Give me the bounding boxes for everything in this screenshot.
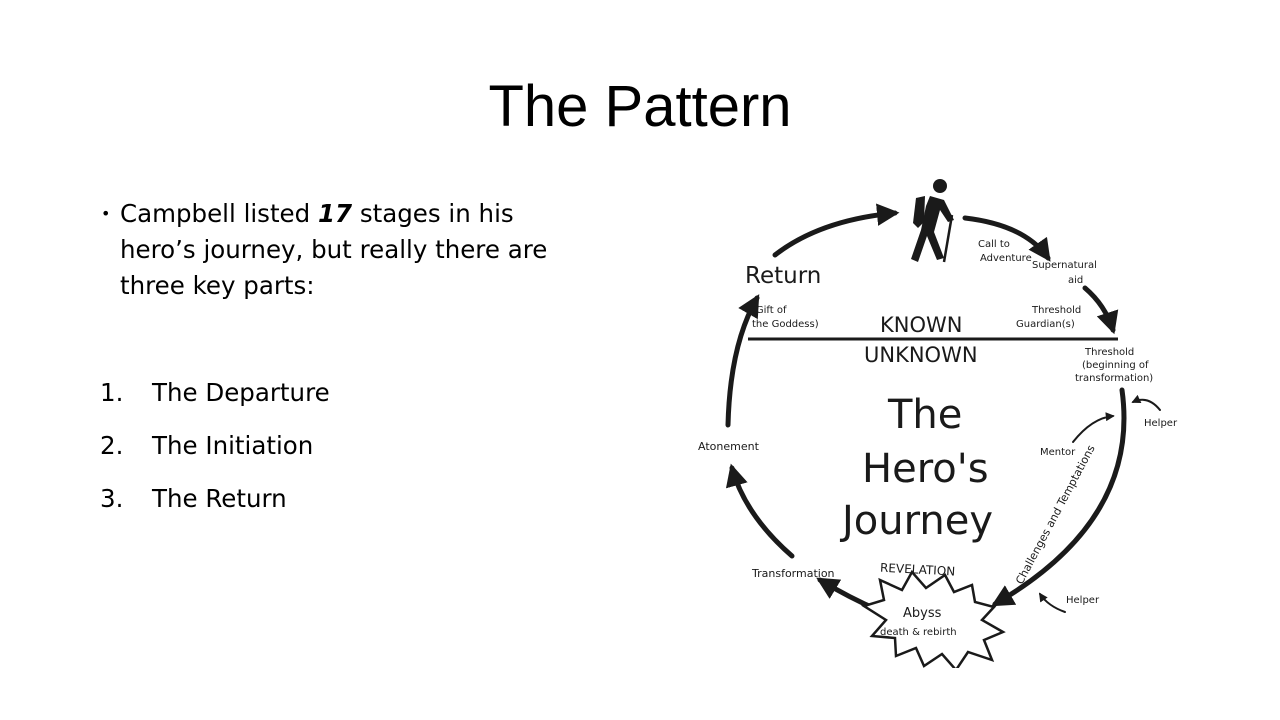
gift-label-line2: the Goddess)	[752, 319, 819, 330]
bullet-item: • Campbell listed 17 stages in his hero’…	[100, 196, 590, 304]
known-label: KNOWN	[880, 313, 962, 337]
guardian-label-line1: Threshold	[1031, 305, 1081, 316]
list-item: 2. The Initiation	[100, 419, 600, 472]
bullet-dot-icon: •	[101, 204, 111, 223]
list-number: 2.	[100, 431, 124, 460]
threshold-label-line1: Threshold	[1084, 347, 1134, 358]
arc-atonement-return-arrow	[725, 294, 760, 428]
list-label: The Departure	[152, 378, 330, 407]
list-number: 1.	[100, 378, 124, 407]
call-label-line1: Call to	[978, 239, 1010, 250]
arc-challenges-arrow	[991, 387, 1127, 607]
diagram-title-line1: The	[887, 392, 962, 438]
list-label: The Initiation	[152, 431, 314, 460]
arc-return-departure-arrow	[772, 203, 900, 258]
return-label: Return	[745, 263, 821, 289]
atonement-label: Atonement	[698, 440, 760, 453]
helper-bottom-arrow	[1039, 592, 1066, 613]
heros-journey-diagram: Return (Gift of the Goddess) Call to Adv…	[698, 179, 1178, 668]
supernatural-label-line1: Supernatural	[1032, 260, 1097, 271]
call-label-line2: Adventure	[980, 253, 1032, 264]
list-label: The Return	[152, 484, 287, 513]
helper-bottom-label: Helper	[1066, 595, 1100, 606]
unknown-label: UNKNOWN	[864, 343, 978, 367]
abyss-label: Abyss	[903, 606, 942, 621]
threshold-label-line2: (beginning of	[1082, 360, 1149, 371]
hiker-icon	[911, 179, 954, 263]
challenges-label: Challenges and Temptations	[1013, 443, 1098, 587]
mentor-label: Mentor	[1040, 447, 1076, 458]
slide-title: The Pattern	[488, 74, 792, 139]
guardian-label-line2: Guardian(s)	[1016, 319, 1075, 330]
mentor-arrow	[1072, 412, 1115, 443]
bullet-text-start: Campbell listed	[120, 199, 318, 228]
revelation-label: REVELATION	[880, 561, 956, 579]
list-number: 3.	[100, 484, 124, 513]
arc-transform-atonement-arrow	[725, 463, 795, 559]
death-rebirth-label: death & rebirth	[880, 627, 957, 638]
bullet-text-end: stages in his hero’s journey, but really…	[120, 199, 548, 300]
list-item: 1. The Departure	[100, 366, 600, 419]
diagram-title-line2: Hero's	[862, 446, 989, 492]
key-parts-list: 1. The Departure 2. The Initiation 3. Th…	[100, 366, 600, 525]
arc-call-arrow	[962, 215, 1051, 262]
slide-body: • Campbell listed 17 stages in his hero’…	[100, 196, 600, 525]
helper-top-label: Helper	[1144, 418, 1178, 429]
threshold-label-line3: transformation)	[1075, 373, 1153, 384]
list-item: 3. The Return	[100, 472, 600, 525]
abyss-burst-icon	[861, 569, 1006, 668]
helper-top-arrow	[1131, 394, 1161, 411]
diagram-title-line3: Journey	[839, 498, 993, 544]
transformation-label: Transformation	[751, 567, 835, 580]
stage-count: 17	[317, 199, 353, 228]
supernatural-label-line2: aid	[1068, 275, 1083, 286]
arc-threshold-arrow	[1082, 285, 1119, 335]
gift-label-line1: (Gift of	[752, 305, 787, 316]
